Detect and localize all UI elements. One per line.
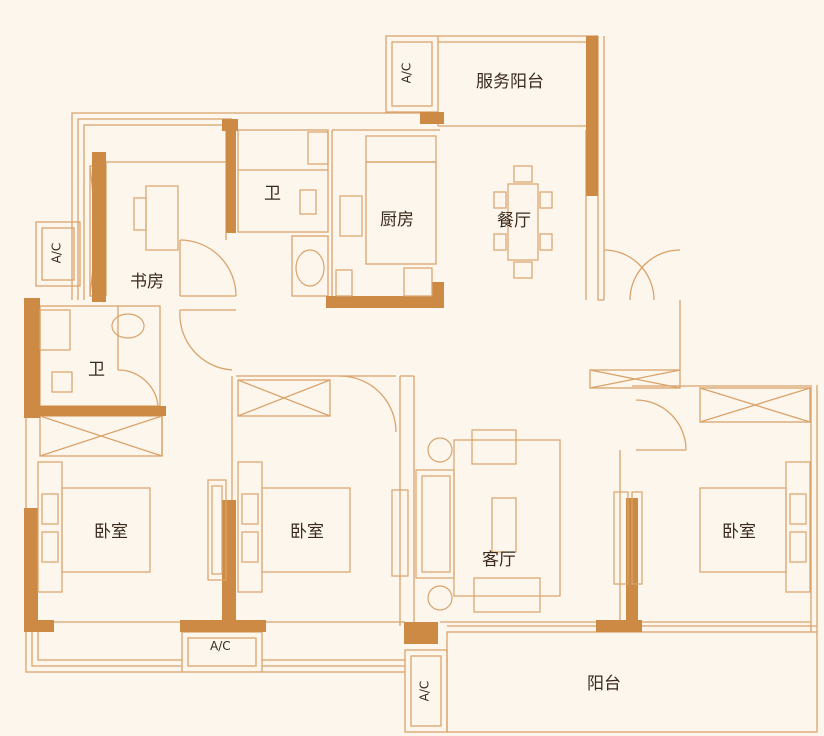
room-label-bedroom-left: 卧室: [94, 522, 128, 542]
furniture: [37, 131, 811, 613]
room-label-bedroom-right: 卧室: [722, 522, 756, 542]
room-label-dining: 餐厅: [497, 211, 531, 231]
walls: [24, 36, 642, 644]
ac-label-bottom-middle: A/C: [210, 639, 231, 653]
room-label-bath-top: 卫: [264, 184, 281, 204]
ac-label-top: A/C: [399, 62, 414, 84]
room-label-bedroom-middle: 卧室: [290, 522, 324, 542]
room-label-kitchen: 厨房: [380, 210, 414, 230]
room-label-living: 客厅: [482, 550, 516, 570]
room-label-study: 书房: [130, 272, 164, 292]
ac-label-left: A/C: [49, 242, 64, 264]
outer-outlines: [25, 35, 818, 733]
ac-label-bottom-right: A/C: [417, 680, 432, 702]
room-label-bath-left: 卫: [88, 360, 105, 380]
room-label-balcony: 阳台: [587, 674, 621, 694]
room-label-service-balcony: 服务阳台: [476, 72, 544, 92]
